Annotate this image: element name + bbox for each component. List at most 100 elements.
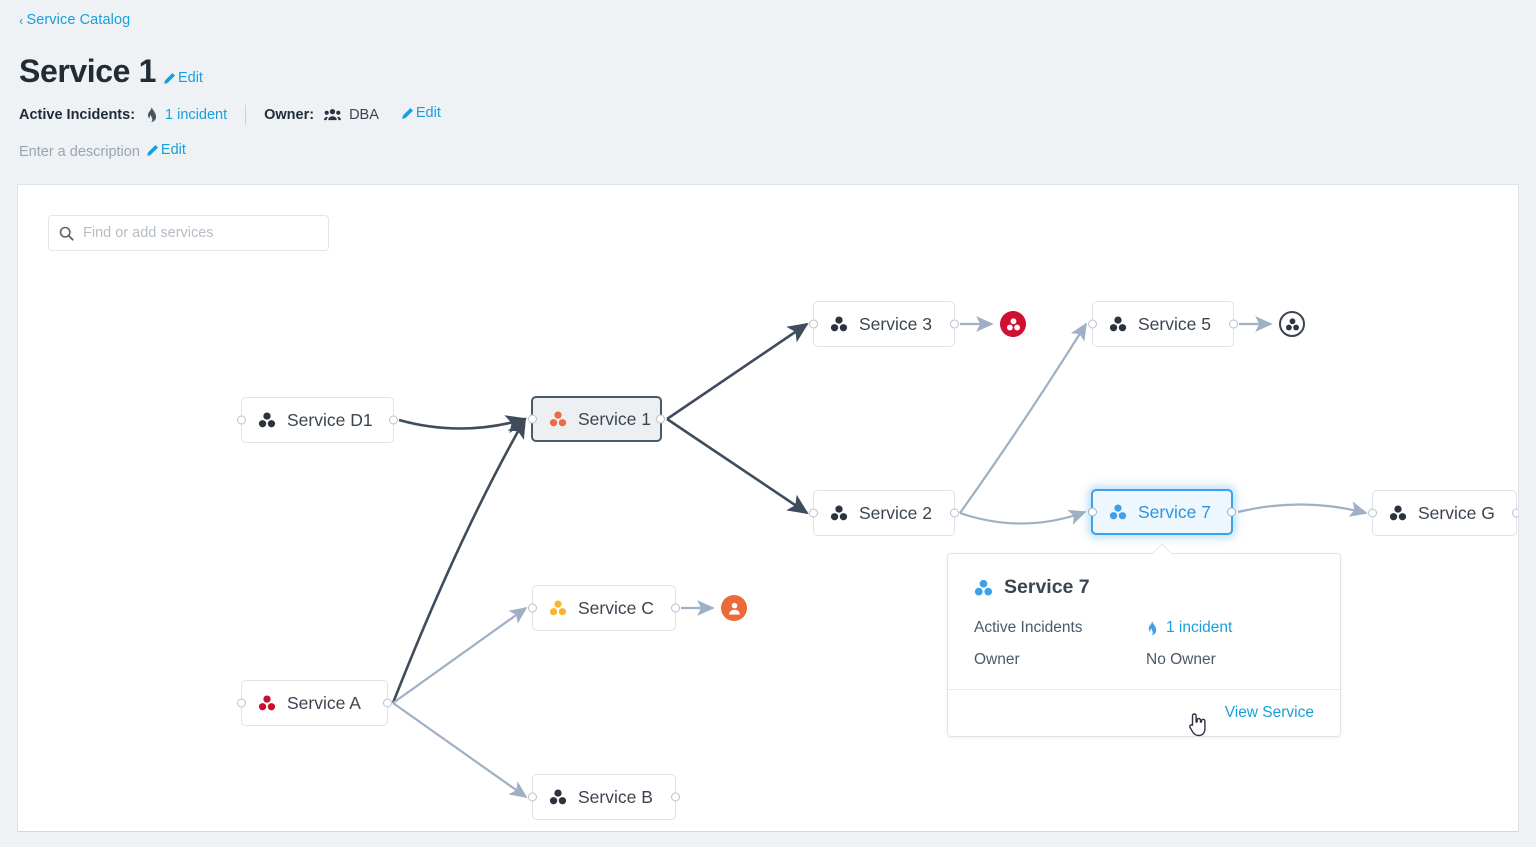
graph-edge-s1-s2 (666, 417, 809, 515)
meta-row: Active Incidents: 1 incident Owner: DBA (19, 105, 1536, 125)
graph-edge-d1-s1 (398, 415, 527, 434)
service-node-label: Service 3 (859, 313, 932, 334)
service-node-s7[interactable]: Service 7 (1088, 489, 1236, 535)
node-port-right[interactable] (671, 603, 680, 613)
breadcrumb-label[interactable]: Service Catalog (26, 12, 131, 28)
node-port-left[interactable] (237, 415, 246, 425)
graph-edge-s1-s3 (666, 322, 809, 421)
node-port-right[interactable] (1229, 319, 1238, 329)
graph-edge-s7-sg (1237, 501, 1368, 517)
tooltip-title-row: Service 7 (974, 576, 1314, 599)
graph-edge-s2-s7 (959, 509, 1087, 525)
flame-icon (1148, 620, 1157, 635)
services-icon (1006, 317, 1020, 330)
tooltip-incidents-text: 1 incident (1166, 619, 1233, 636)
active-incidents-link[interactable]: 1 incident (165, 107, 228, 123)
tooltip-key-owner: Owner (974, 651, 1020, 668)
node-port-right[interactable] (671, 792, 680, 802)
services-icon (974, 579, 993, 596)
node-port-right[interactable] (1227, 507, 1236, 517)
service-graph-canvas[interactable]: Service D1 Service 1 Service 3 Service 5 Ser… (17, 184, 1519, 832)
breadcrumb[interactable]: ‹ Service Catalog (19, 10, 1536, 30)
service-node-s3[interactable]: Service 3 (809, 301, 959, 347)
service-node-sb[interactable]: Service B (528, 774, 680, 820)
node-port-left[interactable] (809, 508, 818, 518)
pencil-icon (164, 72, 175, 84)
node-port-right[interactable] (383, 698, 392, 708)
node-port-right[interactable] (950, 508, 959, 518)
node-port-right[interactable] (656, 414, 665, 424)
description-placeholder: Enter a description (19, 144, 140, 160)
service-node-label: Service 5 (1138, 313, 1211, 334)
services-icon (258, 412, 276, 428)
title-row: Service 1 Edit (19, 50, 1536, 88)
tooltip-key-incidents: Active Incidents (974, 619, 1083, 636)
tooltip-footer: View Service (948, 689, 1340, 736)
search-box[interactable] (48, 215, 329, 251)
node-port-right[interactable] (389, 415, 398, 425)
owner-value: DBA (349, 107, 379, 123)
edit-description-button[interactable]: Edit (146, 142, 186, 158)
pencil-icon (147, 144, 158, 156)
service-node-label: Service D1 (287, 409, 373, 430)
status-badge-badge-sc[interactable] (721, 595, 747, 621)
services-icon (549, 411, 567, 427)
service-node-label: Service 7 (1138, 501, 1211, 522)
service-node-label: Service C (578, 597, 654, 618)
node-port-right[interactable] (1512, 508, 1518, 518)
node-port-left[interactable] (237, 698, 246, 708)
page-header: ‹ Service Catalog Service 1 Edit Active … (0, 0, 1536, 184)
pencil-icon (402, 107, 413, 119)
node-port-left[interactable] (809, 319, 818, 329)
node-port-right[interactable] (950, 319, 959, 329)
node-port-left[interactable] (528, 792, 537, 802)
tooltip-body: Service 7 Active Incidents 1 incident Ow… (948, 554, 1340, 689)
search-icon (59, 226, 74, 241)
node-port-left[interactable] (1088, 319, 1097, 329)
services-icon (1389, 505, 1407, 521)
service-node-label: Service G (1418, 502, 1495, 523)
status-badge-badge-s3[interactable] (1000, 311, 1026, 337)
node-port-left[interactable] (528, 414, 537, 424)
meta-divider (245, 105, 247, 125)
service-hover-card[interactable]: Service 7 Active Incidents 1 incident Ow… (947, 544, 1341, 737)
service-node-s5[interactable]: Service 5 (1088, 301, 1238, 347)
edit-owner-label: Edit (415, 105, 441, 121)
tooltip-arrow (1152, 544, 1172, 554)
graph-edge-s2-s5 (959, 322, 1087, 514)
status-badge-badge-s5[interactable] (1279, 311, 1305, 337)
page-title: Service 1 (19, 53, 156, 89)
chevron-left-icon: ‹ (19, 12, 24, 28)
node-port-left[interactable] (1368, 508, 1377, 518)
service-node-label: Service 2 (859, 502, 932, 523)
services-icon (830, 316, 848, 332)
view-service-link[interactable]: View Service (1224, 704, 1314, 721)
tooltip-value-owner: No Owner (1146, 651, 1216, 668)
service-node-d1[interactable]: Service D1 (237, 397, 398, 443)
graph-edge-sa-s1 (391, 417, 527, 704)
service-node-sa[interactable]: Service A (237, 680, 392, 726)
services-icon (549, 600, 567, 616)
graph-edge-sa-sc (392, 606, 528, 704)
service-node-sc[interactable]: Service C (528, 585, 680, 631)
edit-title-button[interactable]: Edit (163, 70, 203, 86)
service-node-label: Service 1 (578, 408, 651, 429)
edit-title-label: Edit (177, 70, 203, 86)
search-input[interactable] (83, 225, 318, 241)
service-node-s2[interactable]: Service 2 (809, 490, 959, 536)
user-icon (728, 602, 740, 615)
services-icon (830, 505, 848, 521)
service-node-sg[interactable]: Service G (1368, 490, 1518, 536)
node-port-left[interactable] (1088, 507, 1097, 517)
graph-edge-sa-sb (392, 702, 528, 799)
team-icon (324, 108, 342, 121)
flame-icon (148, 107, 157, 123)
edit-description-label: Edit (160, 142, 186, 158)
services-icon (1109, 504, 1127, 520)
node-port-left[interactable] (528, 603, 537, 613)
edit-owner-button[interactable]: Edit (401, 105, 441, 121)
tooltip-value-incidents[interactable]: 1 incident (1146, 619, 1314, 637)
service-node-s1[interactable]: Service 1 (528, 396, 665, 442)
services-icon (549, 789, 567, 805)
